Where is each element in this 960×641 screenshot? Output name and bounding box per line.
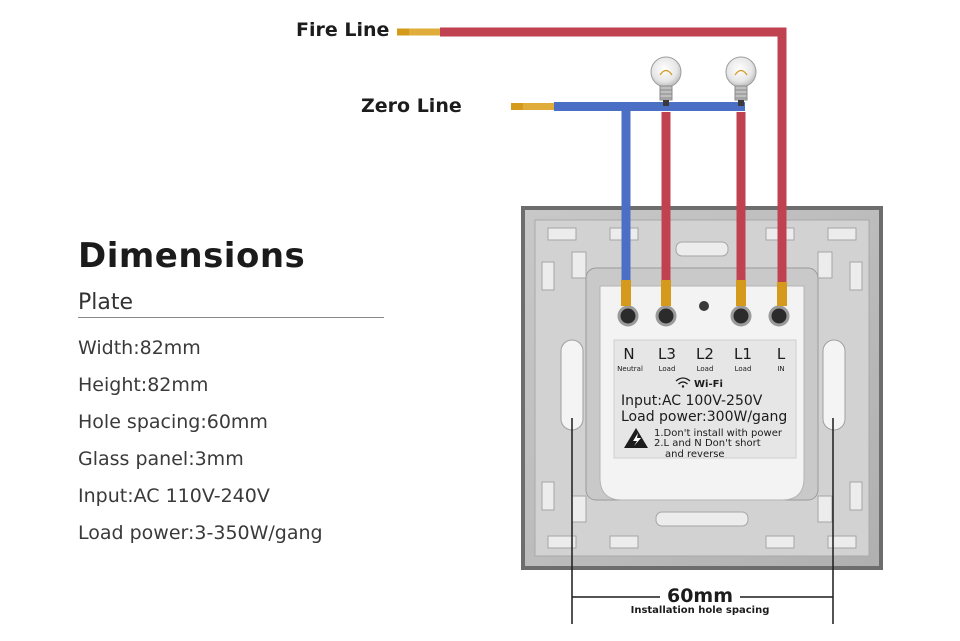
light-bulb-icon — [725, 56, 757, 106]
terminal-l1-letter: L1 — [734, 345, 752, 363]
spec-hole-spacing: Hole spacing:60mm — [78, 411, 268, 433]
zero-line-wire — [511, 102, 745, 306]
spec-width: Width:82mm — [78, 337, 201, 359]
terminal-l-letter: L — [777, 345, 786, 363]
dimensions-panel: Dimensions Plate Width:82mm Height:82mm … — [78, 236, 398, 552]
light-bulb-icon — [650, 56, 682, 106]
fire-line-wire — [397, 27, 787, 306]
terminal-n-sub: Neutral — [617, 365, 643, 373]
hole-spacing-value: 60mm — [667, 585, 733, 607]
warning-line-3: and reverse — [665, 449, 725, 460]
spec-load-power: Load power:3-350W/gang — [78, 522, 323, 544]
module-input-rating: Input:AC 100V-250V — [621, 393, 763, 409]
fire-line-label: Fire Line — [296, 19, 390, 41]
dimensions-title: Dimensions — [78, 236, 306, 276]
terminal-l-sub: IN — [777, 365, 784, 373]
terminal-n-letter: N — [623, 345, 634, 363]
terminal-l3-letter: L3 — [658, 345, 676, 363]
spec-input: Input:AC 110V-240V — [78, 485, 270, 507]
hole-spacing-caption: Installation hole spacing — [631, 605, 770, 616]
terminal-l1-sub: Load — [735, 365, 752, 373]
module-label-sticker — [613, 339, 797, 459]
terminal-labels: N Neutral L3 Load L2 Load L1 Load L IN — [617, 345, 786, 373]
wifi-icon — [675, 377, 691, 388]
terminal-l2-sub: Load — [697, 365, 714, 373]
terminal-l2-letter: L2 — [696, 345, 714, 363]
wifi-label: Wi-Fi — [694, 379, 723, 390]
warning-icon — [624, 428, 648, 448]
spec-height: Height:82mm — [78, 374, 209, 396]
warning-line-1: 1.Don't install with power — [654, 428, 783, 439]
load-wires — [661, 112, 746, 306]
spec-list: Width:82mm Height:82mm Hole spacing:60mm… — [78, 330, 398, 552]
warning-line-2: 2.L and N Don't short — [654, 438, 761, 449]
spec-glass-panel: Glass panel:3mm — [78, 448, 244, 470]
zero-line-label: Zero Line — [361, 95, 462, 117]
terminal-l3-sub: Load — [659, 365, 676, 373]
plate-subtitle: Plate — [78, 290, 384, 318]
hole-spacing-dimension: 60mm Installation hole spacing — [571, 418, 834, 624]
terminal-holes — [617, 301, 790, 327]
module-load-power: Load power:300W/gang — [621, 409, 787, 425]
